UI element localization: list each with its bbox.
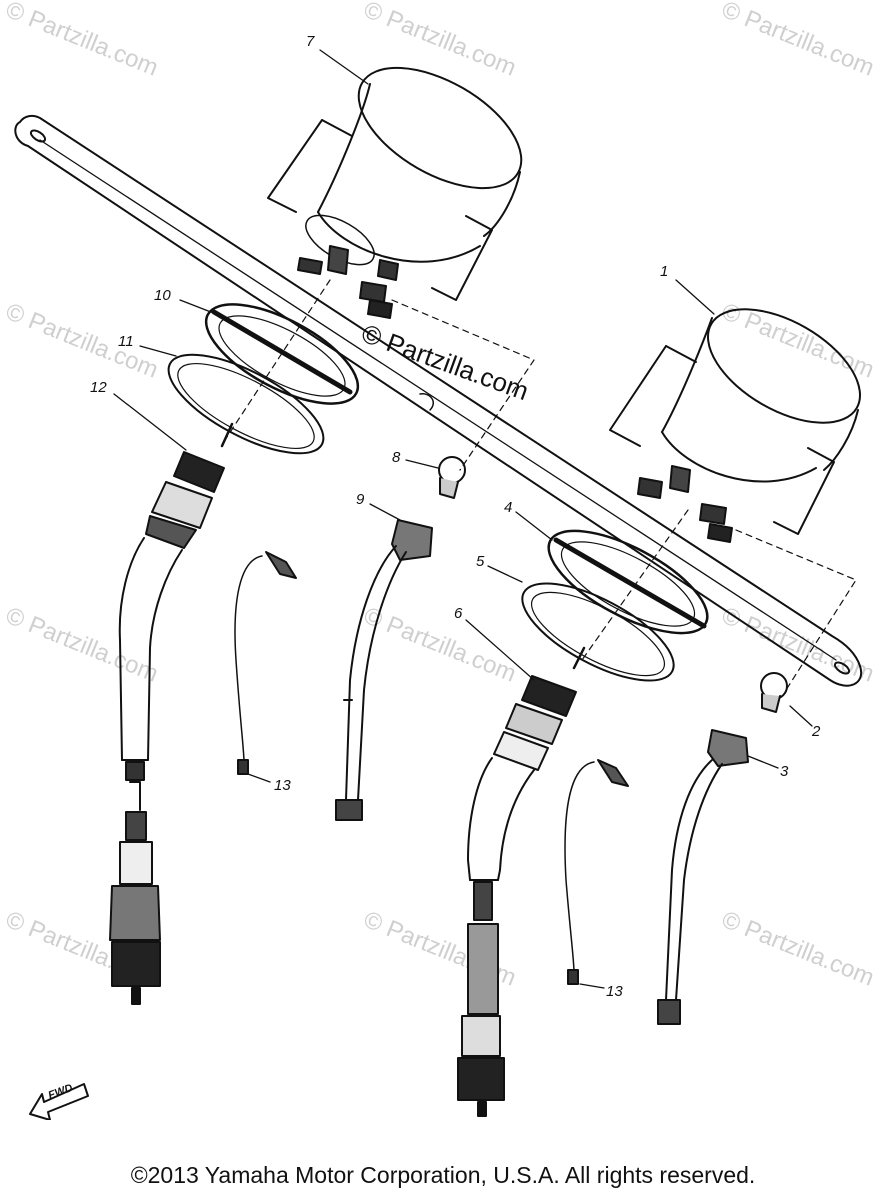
lead-wire-13-right xyxy=(564,759,629,985)
callout-10: 10 xyxy=(154,287,171,304)
callout-9: 9 xyxy=(356,491,365,508)
callout-6: 6 xyxy=(454,605,463,622)
meter-ring-5 xyxy=(521,582,675,682)
meter-gasket-10 xyxy=(204,303,360,405)
callout-leader-lines xyxy=(113,49,813,989)
meter-ring-11 xyxy=(167,353,325,455)
callout-5: 5 xyxy=(476,553,485,570)
copyright-notice: ©2013 Yamaha Motor Corporation, U.S.A. A… xyxy=(130,1162,756,1188)
forward-arrow-icon xyxy=(29,1083,89,1120)
bulb-socket-9 xyxy=(335,519,433,821)
callout-13-right: 13 xyxy=(606,983,623,1000)
meter-bulb-8 xyxy=(438,456,466,499)
lead-wire-13-left xyxy=(234,551,297,775)
meter-gasket-4 xyxy=(547,529,709,635)
callout-1: 1 xyxy=(660,263,669,280)
callout-2: 2 xyxy=(812,723,821,740)
meter-bulb-2 xyxy=(760,672,788,713)
callout-8: 8 xyxy=(392,449,401,466)
tachometer-right xyxy=(609,308,861,543)
meter-cable-6 xyxy=(457,646,586,1117)
callout-12: 12 xyxy=(90,379,107,396)
meter-bracket-plate xyxy=(14,114,863,687)
meter-cable-12 xyxy=(109,422,234,1005)
callout-3: 3 xyxy=(780,763,789,780)
speedometer-upper xyxy=(267,66,523,319)
callout-4: 4 xyxy=(504,499,513,516)
callout-7: 7 xyxy=(306,33,315,50)
callout-13-left: 13 xyxy=(274,777,291,794)
bulb-socket-3 xyxy=(657,729,749,1025)
callout-11: 11 xyxy=(118,333,134,350)
assembly-guide-lines xyxy=(224,279,857,691)
